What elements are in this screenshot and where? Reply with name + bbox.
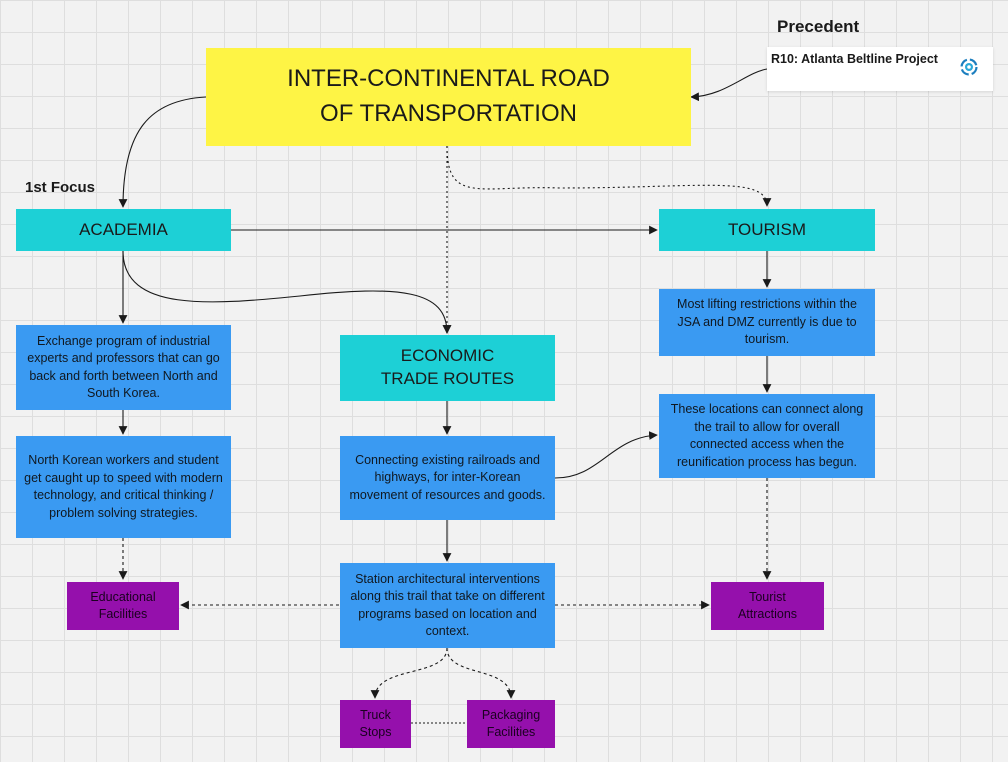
connector-station-to-truck [370,647,448,699]
connecting-railroads-node[interactable]: Connecting existing railroads and highwa… [340,436,555,520]
main-node[interactable]: INTER-CONTINENTAL ROAD OF TRANSPORTATION [206,48,691,146]
exchange-program-node[interactable]: Exchange program of industrial experts a… [16,325,231,410]
connector-station-to-packaging [446,647,516,699]
station-interventions-node[interactable]: Station architectural interventions alon… [340,563,555,648]
academia-node[interactable]: ACADEMIA [16,209,231,251]
connector-main-to-tourism [446,145,772,207]
tourism-node[interactable]: TOURISM [659,209,875,251]
connector-academia-to-economic [122,250,452,334]
connect-locations-node[interactable]: These locations can connect along the tr… [659,394,875,478]
connector-railroads-to-locations [554,431,658,479]
economic-trade-routes-node[interactable]: ECONOMIC TRADE ROUTES [340,335,555,401]
precedent-card-title: R10: Atlanta Beltline Project [771,52,938,66]
packaging-facilities-node[interactable]: Packaging Facilities [467,700,555,748]
connector-precedent-to-main [690,68,768,102]
first-focus-label: 1st Focus [25,179,96,196]
lifting-restrictions-node[interactable]: Most lifting restrictions within the JSA… [659,289,875,356]
educational-facilities-node[interactable]: Educational Facilities [67,582,179,630]
tourist-attractions-node[interactable]: Tourist Attractions [711,582,824,630]
connector-main-to-academia [118,96,207,208]
precedent-card[interactable]: R10: Atlanta Beltline Project [767,47,993,91]
north-korean-workers-node[interactable]: North Korean workers and student get cau… [16,436,231,538]
globe-sync-icon [960,58,978,76]
precedent-label: Precedent [777,17,860,36]
truck-stops-node[interactable]: Truck Stops [340,700,411,748]
